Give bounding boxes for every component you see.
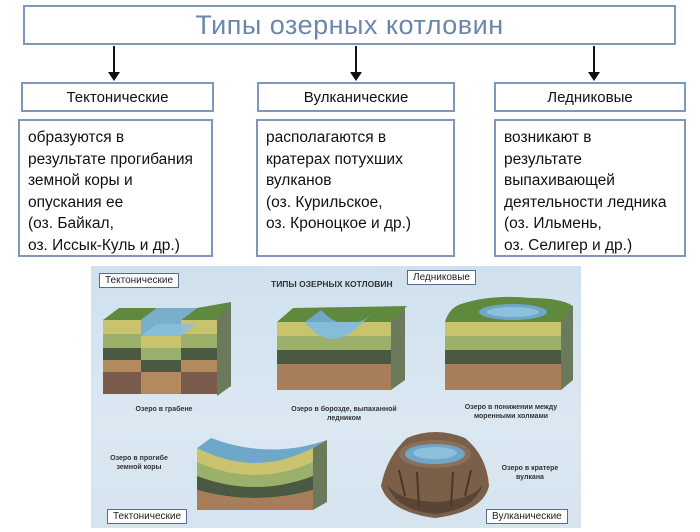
caption-trough: Озеро в прогибе земной коры xyxy=(99,454,179,472)
category-label: Тектонические xyxy=(66,88,169,106)
description-line: результате прогибания xyxy=(28,150,193,168)
category-tectonic: Тектонические xyxy=(21,82,214,112)
description-volcanic: располагаются в кратерах потухших вулкан… xyxy=(256,119,455,257)
arrow-down-icon xyxy=(588,46,600,81)
description-line: оз. Иссык-Куль и др.) xyxy=(28,236,180,254)
tag-volcanic-bottom: Вулканические xyxy=(486,509,568,524)
tag-tectonic-top: Тектонические xyxy=(99,273,180,288)
category-label: Ледниковые xyxy=(547,88,633,106)
caption-line: Озеро в борозде, выпаханной xyxy=(291,406,397,413)
crater-lake-illustration xyxy=(381,432,489,518)
description-line: оз. Кроноцкое и др.) xyxy=(266,215,412,232)
caption-line: моренными холмами xyxy=(473,413,549,420)
description-line: вулканов xyxy=(266,172,332,189)
tag-tectonic-bottom: Тектонические xyxy=(107,509,188,524)
illustration-panel: Тектонические ТИПЫ ОЗЕРНЫХ КОТЛОВИН Ледн… xyxy=(91,266,581,528)
description-line: земной коры и xyxy=(28,172,133,189)
caption-line: Озеро в кратере xyxy=(501,465,559,472)
description-line: (оз. Ильмень, xyxy=(504,215,602,232)
caption-line: Озеро в понижении между xyxy=(464,404,558,411)
graben-lake-illustration xyxy=(103,302,231,396)
description-line: деятельности ледника xyxy=(504,193,667,211)
arrow-down-icon xyxy=(350,46,362,81)
description-glacial: возникают в результате выпахивающей деят… xyxy=(494,119,686,257)
caption-moraine: Озеро в понижении между моренными холмам… xyxy=(453,403,569,421)
illustration-title: ТИПЫ ОЗЕРНЫХ КОТЛОВИН xyxy=(271,279,393,289)
description-line: (оз. Курильское, xyxy=(266,193,383,211)
description-line: образуются в xyxy=(28,129,125,146)
caption-furrow: Озеро в борозде, выпаханной ледником xyxy=(289,405,399,423)
page-title: Типы озерных котловин xyxy=(195,9,504,40)
caption-line: вулкана xyxy=(516,474,544,481)
caption-crater: Озеро в кратере вулкана xyxy=(495,464,565,482)
arrow-down-icon xyxy=(108,46,120,81)
trough-lake-illustration xyxy=(197,438,327,510)
caption-line: Озеро в прогибе xyxy=(110,455,168,462)
description-line: кратерах потухших xyxy=(266,150,403,168)
description-tectonic: образуются в результате прогибания земно… xyxy=(18,119,213,257)
caption-graben: Озеро в грабене xyxy=(135,406,193,413)
description-line: оз. Селигер и др.) xyxy=(504,236,633,254)
tag-glacial-top: Ледниковые xyxy=(407,270,476,285)
caption-line: земной коры xyxy=(116,464,162,471)
moraine-lake-illustration xyxy=(445,296,573,390)
description-line: результате xyxy=(504,150,582,168)
furrow-lake-illustration xyxy=(277,306,407,390)
category-label: Вулканические xyxy=(303,88,409,106)
caption-line: ледником xyxy=(327,415,361,422)
description-line: опускания ее xyxy=(28,193,124,211)
description-line: (оз. Байкал, xyxy=(28,215,114,232)
description-line: возникают в xyxy=(504,129,592,146)
description-line: располагаются в xyxy=(266,129,387,146)
category-volcanic: Вулканические xyxy=(257,82,455,112)
category-glacial: Ледниковые xyxy=(494,82,686,112)
description-line: выпахивающей xyxy=(504,172,615,189)
title-box: Типы озерных котловин xyxy=(23,5,676,45)
